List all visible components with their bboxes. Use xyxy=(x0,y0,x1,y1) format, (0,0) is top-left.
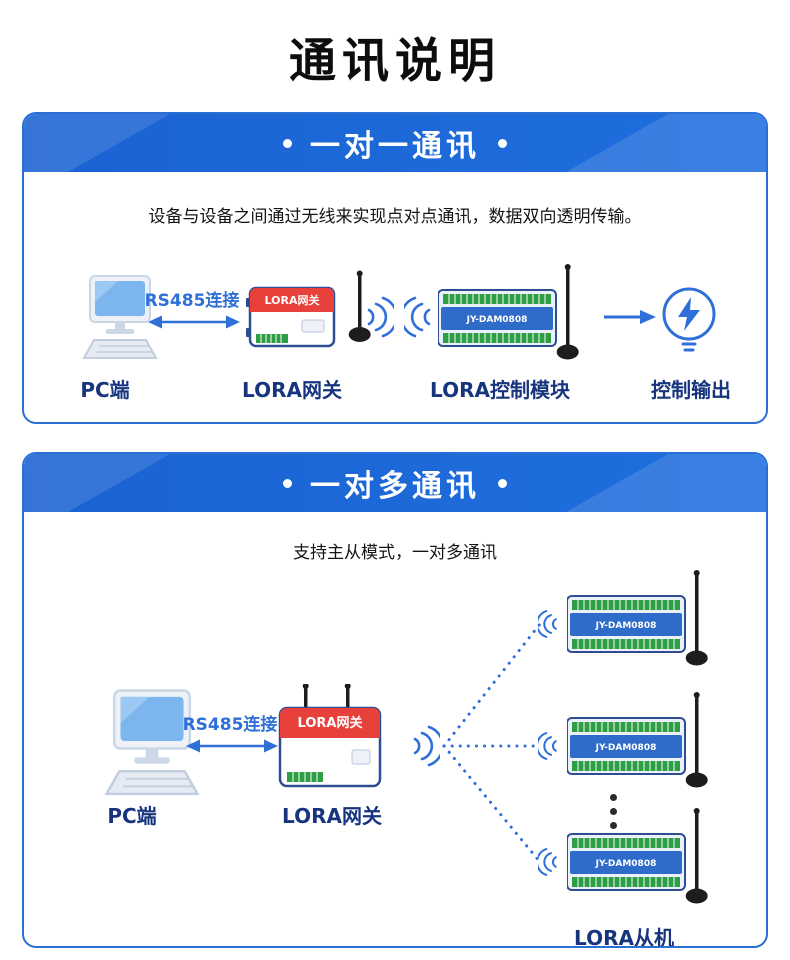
band-accent-right xyxy=(566,114,766,172)
antenna-icon xyxy=(566,266,570,346)
wifi-waves-right-icon xyxy=(367,296,394,338)
caption-pc: PC端 xyxy=(80,378,130,402)
antenna-icon xyxy=(304,684,308,710)
panel-two-title: 一对多通讯 xyxy=(310,469,480,504)
pc-icon xyxy=(82,275,158,359)
wifi-waves-left-icon xyxy=(404,296,431,338)
caption-output: 控制输出 xyxy=(651,378,731,402)
header-dot-right xyxy=(498,478,507,488)
bulb-output-icon xyxy=(662,287,716,352)
panel-one-title: 一对一通讯 xyxy=(310,129,480,164)
lora-gateway-device: LORA网关 xyxy=(246,270,371,348)
antenna-icon xyxy=(695,810,699,890)
double-arrow-icon xyxy=(186,739,278,753)
dotted-links xyxy=(442,622,542,864)
double-arrow-icon xyxy=(148,315,240,329)
caption-gateway: LORA网关 xyxy=(282,804,382,828)
band-accent-left xyxy=(24,114,170,172)
panel-two-header-band: 一对多通讯 xyxy=(24,454,766,512)
panel-one-to-one: 一对一通讯 设备与设备之间通过无线来实现点对点通讯，数据双向透明传输。 PC端 … xyxy=(22,112,768,424)
caption-pc: PC端 xyxy=(107,804,157,828)
caption-control-module: LORA控制模块 xyxy=(430,378,570,402)
header-dot-left xyxy=(283,138,292,148)
gateway-badge-text: LORA网关 xyxy=(298,715,363,731)
antenna-icon xyxy=(695,572,699,652)
lora-gateway-device: LORA网关 xyxy=(278,684,382,788)
caption-gateway: LORA网关 xyxy=(242,378,342,402)
rs485-label: RS485连接 xyxy=(182,715,278,735)
panel-one-to-many: 一对多通讯 支持主从模式，一对多通讯 PC端 RS485连接 LORA网关 LO… xyxy=(22,452,768,948)
antenna-icon xyxy=(358,273,362,328)
lora-slave-device: JY-DAM0808 xyxy=(567,570,708,666)
wifi-waves-right-icon xyxy=(413,725,440,767)
lora-slave-device: JY-DAM0808 xyxy=(567,692,708,788)
right-arrow-icon xyxy=(604,310,656,324)
panel-one-header-band: 一对一通讯 xyxy=(24,114,766,172)
page-title: 通讯说明 xyxy=(289,34,501,89)
module-badge-text: JY-DAM0808 xyxy=(595,859,657,869)
wifi-waves-left-icon xyxy=(538,732,557,760)
wifi-waves-left-icon xyxy=(538,610,557,638)
module-badge-text: JY-DAM0808 xyxy=(595,621,657,631)
band-accent-right xyxy=(566,454,766,512)
pc-icon xyxy=(104,689,200,796)
band-accent-left xyxy=(24,454,170,512)
rs485-label: RS485连接 xyxy=(144,291,240,311)
wifi-waves-left-icon xyxy=(538,848,557,876)
lora-control-module-device: JY-DAM0808 xyxy=(438,264,579,360)
panel-two-description: 支持主从模式，一对多通讯 xyxy=(293,543,497,563)
panel-one-description: 设备与设备之间通过无线来实现点对点通讯，数据双向透明传输。 xyxy=(148,207,642,227)
module-badge-text: JY-DAM0808 xyxy=(466,315,528,325)
caption-slaves: LORA从机 xyxy=(574,926,674,948)
lora-slave-device: JY-DAM0808 xyxy=(567,808,708,904)
antenna-icon xyxy=(695,694,699,774)
ellipsis xyxy=(610,790,617,832)
header-dot-right xyxy=(498,138,507,148)
antenna-icon xyxy=(346,684,350,710)
header-dot-left xyxy=(283,478,292,488)
module-badge-text: JY-DAM0808 xyxy=(595,743,657,753)
gateway-badge-text: LORA网关 xyxy=(265,293,320,307)
